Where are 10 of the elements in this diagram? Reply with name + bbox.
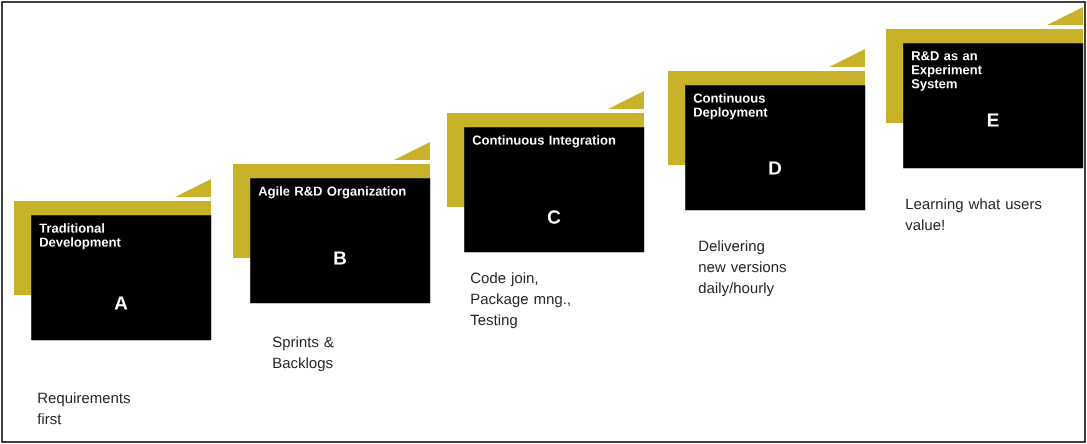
- step-description: Code join, Package mng., Testing: [470, 272, 570, 329]
- step-description: Learning what users value!: [905, 198, 1042, 231]
- step-box: Agile R&D Organization B: [250, 178, 431, 304]
- step-box: R&D as an Experiment System E: [903, 43, 1084, 169]
- step-description: Sprints & Backlogs: [272, 336, 334, 372]
- step-description: Delivering new versions daily/hourly: [698, 240, 786, 297]
- step-box: Continuous Deployment D: [685, 85, 866, 211]
- step-box: Traditional Development A: [31, 215, 212, 341]
- step-box: Continuous Integration C: [464, 127, 645, 253]
- step-description: Requirements first: [37, 392, 130, 425]
